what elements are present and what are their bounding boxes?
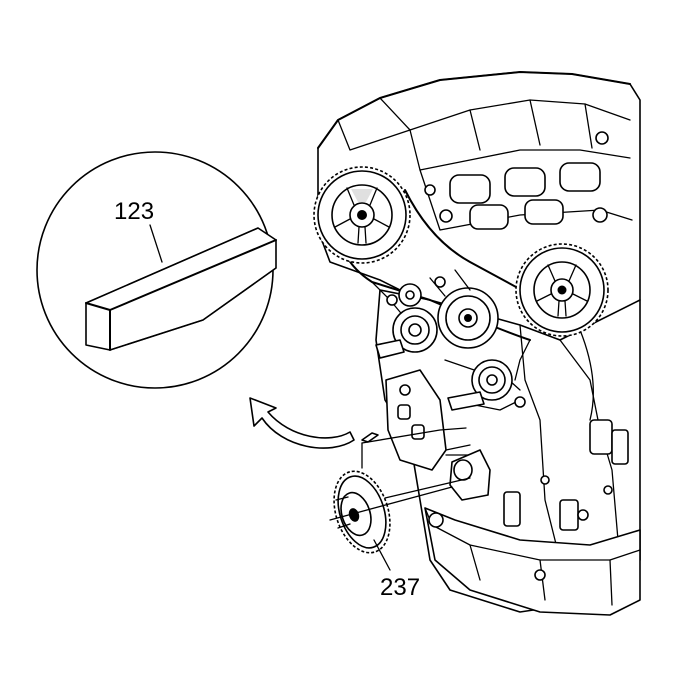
engine-assembly [313,71,641,616]
belt-tensioner [392,307,438,353]
brackets [375,269,526,411]
callout-123: 123 [114,198,154,225]
crankshaft-key-small [361,432,379,443]
alignment-lines [329,427,471,521]
front-cover [385,369,491,501]
left-camshaft-sprocket [313,166,411,264]
oil-pan [424,507,641,616]
lower-idler-pulley [471,359,513,401]
detail-arrow [249,397,355,449]
upper-idler-pulley [437,287,499,349]
right-camshaft-sprocket [515,243,609,337]
enlarged-key [85,227,277,351]
callout-237: 237 [380,574,420,601]
small-idler-pulley [398,283,422,307]
callout-leaders [149,224,391,571]
